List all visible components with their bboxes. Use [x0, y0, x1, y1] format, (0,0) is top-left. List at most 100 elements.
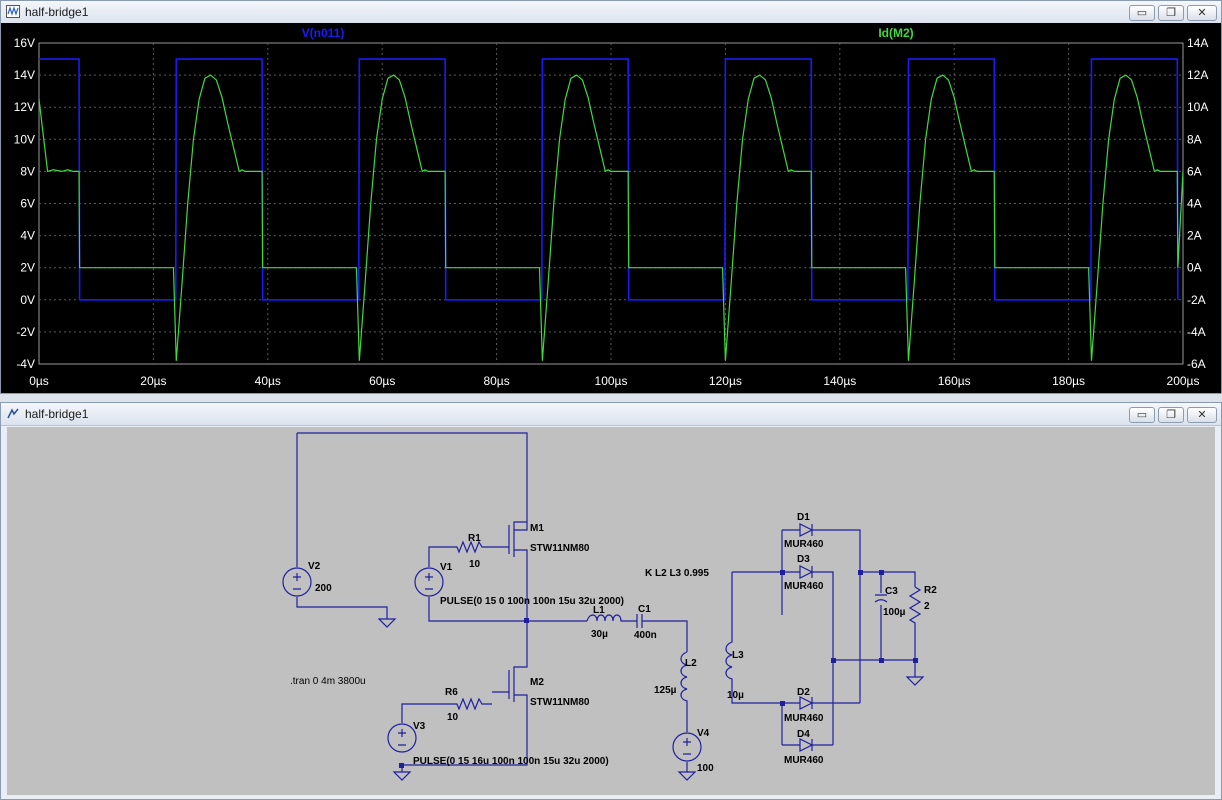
v1-source[interactable]	[414, 567, 444, 597]
r2-value[interactable]: 2	[924, 601, 930, 612]
m1-source	[514, 549, 528, 621]
v3-value[interactable]: PULSE(0 15 16u 100n 100n 15u 32u 2000)	[413, 756, 609, 767]
y-right-tick-label: -2A	[1187, 293, 1206, 307]
schematic-restore-button[interactable]: ❐	[1158, 407, 1184, 423]
ground-icon	[392, 771, 412, 781]
d1-wire	[782, 529, 861, 703]
y-right-tick-label: -6A	[1187, 357, 1206, 371]
y-right-tick-label: 8A	[1187, 132, 1202, 146]
x-tick-label: 140µs	[823, 374, 856, 388]
m1-label[interactable]: M1	[530, 523, 544, 534]
x-tick-label: 100µs	[595, 374, 628, 388]
c1-label[interactable]: C1	[638, 604, 651, 615]
y-left-tick-label: 14V	[14, 68, 35, 82]
r1-value[interactable]: 10	[469, 559, 481, 570]
r6-label[interactable]: R6	[445, 687, 458, 698]
d3-value[interactable]: MUR460	[784, 581, 824, 592]
v2-label[interactable]: V2	[308, 561, 321, 572]
d2-value[interactable]: MUR460	[784, 713, 824, 724]
schematic-close-button[interactable]: ✕	[1187, 407, 1217, 423]
y-right-tick-label: 12A	[1187, 68, 1208, 82]
c1-value[interactable]: 400n	[634, 630, 657, 641]
junction	[879, 658, 884, 663]
l2-value[interactable]: 125µ	[654, 685, 677, 696]
c3-plates	[874, 594, 888, 603]
ground-icon	[905, 676, 925, 686]
ground-icon	[677, 771, 697, 781]
schematic-window-title: half-bridge1	[25, 407, 89, 421]
waveform-window-titlebar[interactable]: half-bridge1 ▭❐✕	[1, 1, 1221, 24]
d3-label[interactable]: D3	[797, 554, 810, 565]
c3-label[interactable]: C3	[885, 586, 898, 597]
waveform-window-icon	[6, 5, 20, 18]
d4-value[interactable]: MUR460	[784, 755, 824, 766]
schematic-background	[7, 427, 1215, 795]
schematic-canvas[interactable]: V2 200 V1 PULSE(0 15 0 100n 100n 15u 32u…	[7, 427, 1215, 795]
y-right-tick-label: 2A	[1187, 229, 1202, 243]
x-tick-label: 20µs	[140, 374, 166, 388]
junction	[780, 570, 785, 575]
c3-value[interactable]: 100µ	[883, 607, 906, 618]
y-right-tick-label: -4A	[1187, 325, 1206, 339]
m1-stub	[514, 522, 528, 531]
y-right-tick-label: 4A	[1187, 197, 1202, 211]
v4-polarity	[683, 738, 691, 755]
d2-label[interactable]: D2	[797, 687, 810, 698]
close-button[interactable]: ✕	[1187, 5, 1217, 21]
v3-label[interactable]: V3	[413, 721, 426, 732]
m2-label[interactable]: M2	[530, 677, 544, 688]
junction	[780, 701, 785, 706]
v4-value[interactable]: 100	[697, 763, 714, 774]
c1	[636, 614, 688, 652]
x-tick-label: 0µs	[29, 374, 49, 388]
x-tick-label: 180µs	[1052, 374, 1085, 388]
v-trace-label[interactable]: V(n011)	[302, 26, 345, 40]
r2-label[interactable]: R2	[924, 585, 937, 596]
coupling-directive[interactable]: K L2 L3 0.995	[645, 568, 709, 579]
v3-source[interactable]	[387, 723, 417, 753]
y-right-tick-label: 6A	[1187, 164, 1202, 178]
y-left-tick-label: 16V	[14, 36, 35, 50]
y-left-tick-label: 10V	[14, 132, 35, 146]
l3-value[interactable]: 10µ	[727, 690, 744, 701]
minimize-button[interactable]: ▭	[1129, 5, 1155, 21]
wire-v2-m1	[297, 432, 528, 522]
m2-value[interactable]: STW11NM80	[530, 697, 590, 708]
tran-directive[interactable]: .tran 0 4m 3800u	[290, 676, 366, 687]
v2-value[interactable]: 200	[315, 583, 332, 594]
v1-label[interactable]: V1	[440, 562, 453, 573]
l1-value[interactable]: 30µ	[591, 629, 608, 640]
v2-source[interactable]	[282, 567, 312, 597]
v1-value[interactable]: PULSE(0 15 0 100n 100n 15u 32u 2000)	[440, 596, 624, 607]
y-left-tick-label: 2V	[20, 261, 35, 275]
m1-value[interactable]: STW11NM80	[530, 543, 590, 554]
d1-value[interactable]: MUR460	[784, 539, 824, 550]
y-left-tick-label: -2V	[16, 325, 35, 339]
v4-source[interactable]	[672, 732, 702, 762]
restore-button[interactable]: ❐	[1158, 5, 1184, 21]
d4-label[interactable]: D4	[797, 729, 810, 740]
r6-value[interactable]: 10	[447, 712, 459, 723]
v4-label[interactable]: V4	[697, 728, 710, 739]
i-trace-label[interactable]: Id(M2)	[878, 26, 913, 40]
r1-wire	[428, 540, 492, 567]
r1-label[interactable]: R1	[468, 533, 481, 544]
d1-symbol	[799, 523, 814, 537]
d1-label[interactable]: D1	[797, 512, 810, 523]
d3-symbol	[799, 565, 814, 579]
d4-symbol	[799, 738, 814, 752]
r2-resistor	[908, 586, 922, 660]
y-left-tick-label: 6V	[20, 197, 35, 211]
v1-polarity	[425, 573, 433, 590]
l1-label[interactable]: L1	[593, 605, 605, 616]
junction	[399, 763, 404, 768]
y-left-tick-label: -4V	[16, 357, 35, 371]
schematic-minimize-button[interactable]: ▭	[1129, 407, 1155, 423]
l3-label[interactable]: L3	[732, 650, 744, 661]
l2-label[interactable]: L2	[685, 658, 697, 669]
schematic-window-titlebar[interactable]: half-bridge1 ▭❐✕	[1, 403, 1221, 426]
